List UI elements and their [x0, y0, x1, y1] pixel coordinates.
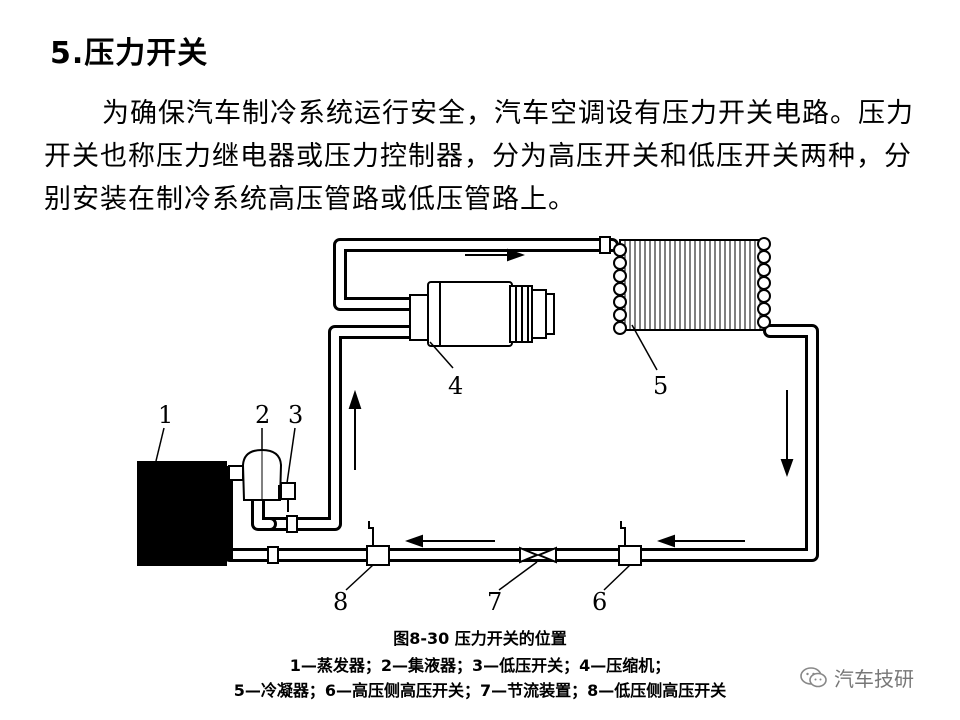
figure-caption-legend-line-2: 5—冷凝器；6—高压侧高压开关；7—节流装置；8—低压侧高压开关 [233, 681, 727, 700]
arrow-down-icon [780, 390, 794, 477]
label-5: 5 [653, 372, 668, 400]
arrow-left-icon [405, 534, 495, 548]
label-3: 3 [288, 401, 303, 429]
label-6: 6 [592, 588, 607, 616]
arrow-right-icon [465, 248, 525, 262]
label-4: 4 [448, 372, 463, 400]
expansion-valve [519, 546, 557, 564]
low-pressure-switch [280, 482, 296, 512]
figure-caption-title: 图8-30 压力开关的位置 [393, 629, 567, 648]
compressor [409, 281, 555, 347]
body-paragraph: 为确保汽车制冷系统运行安全，汽车空调设有压力开关电路。压力开关也称压力继电器或压… [44, 92, 924, 221]
low-side-high-pressure-switch [366, 521, 390, 566]
wechat-icon [800, 666, 827, 687]
figure-caption-legend-line-1: 1—蒸发器；2—集液器；3—低压开关；4—压缩机； [289, 656, 671, 675]
body-paragraph-text: 为确保汽车制冷系统运行安全，汽车空调设有压力开关电路。压力开关也称压力继电器或压… [44, 98, 914, 215]
watermark-text: 汽车技研 [834, 667, 914, 691]
pipe-receiver [251, 493, 277, 531]
label-1: 1 [158, 401, 173, 429]
condenser [599, 236, 771, 335]
pipe-suction [258, 325, 425, 531]
condenser-left-coils [613, 243, 627, 335]
label-2: 2 [255, 401, 270, 429]
condenser-right-coils [757, 237, 771, 329]
label-8: 8 [333, 588, 348, 616]
watermark: 汽车技研 [800, 663, 914, 692]
high-side-high-pressure-switch [618, 521, 642, 566]
pipe-discharge [333, 238, 619, 311]
arrow-left-icon [657, 534, 745, 548]
leader-lines [155, 324, 658, 591]
pipe-fittings [267, 515, 298, 564]
label-7: 7 [487, 588, 502, 616]
slide-title: 5.压力开关 [50, 36, 209, 71]
arrow-up-icon [348, 389, 362, 470]
flow-arrows [348, 248, 794, 548]
evaporator [137, 461, 233, 566]
